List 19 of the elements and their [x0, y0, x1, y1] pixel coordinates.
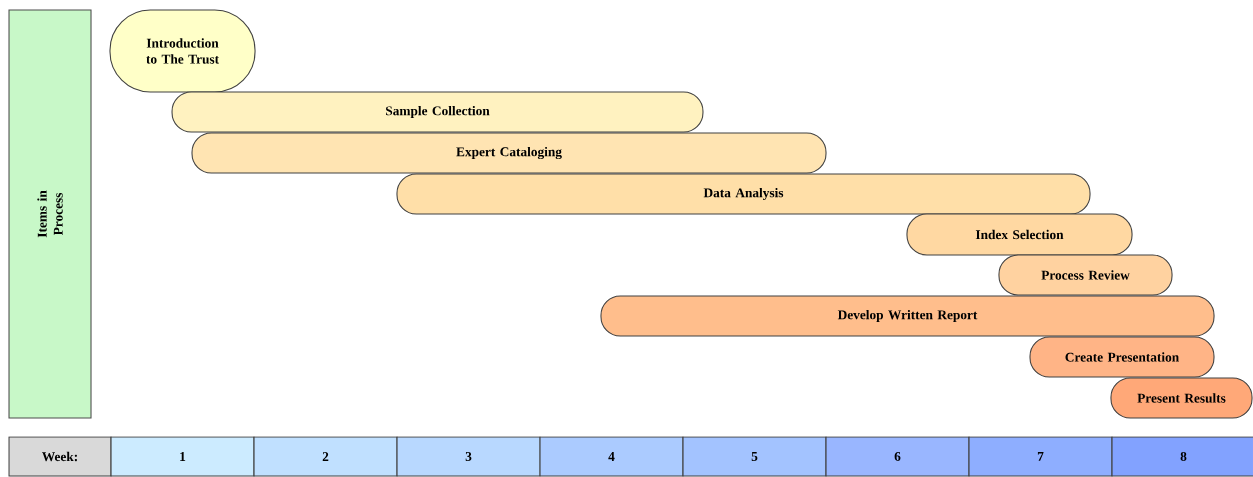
week-cell: 6: [825, 436, 970, 477]
task-bar: Develop Written Report: [600, 295, 1215, 337]
week-cell: 1: [110, 436, 255, 477]
week-cell: 4: [539, 436, 684, 477]
task-bar: Data Analysis: [396, 173, 1091, 215]
side-label-box: Items in Process: [8, 9, 92, 419]
task-bar: Introduction to The Trust: [109, 9, 256, 93]
week-cell: 8: [1111, 436, 1253, 477]
week-cell: 5: [682, 436, 827, 477]
task-bar: Create Presentation: [1029, 336, 1215, 378]
week-cell: 7: [968, 436, 1113, 477]
header-cell: Week:: [8, 436, 112, 477]
task-bar: Present Results: [1110, 377, 1253, 419]
task-bar: Expert Cataloging: [191, 132, 827, 174]
task-bar: Index Selection: [906, 213, 1133, 256]
week-cell: 2: [253, 436, 398, 477]
task-bar: Sample Collection: [171, 91, 704, 133]
task-bar: Process Review: [998, 254, 1173, 296]
week-cell: 3: [396, 436, 541, 477]
